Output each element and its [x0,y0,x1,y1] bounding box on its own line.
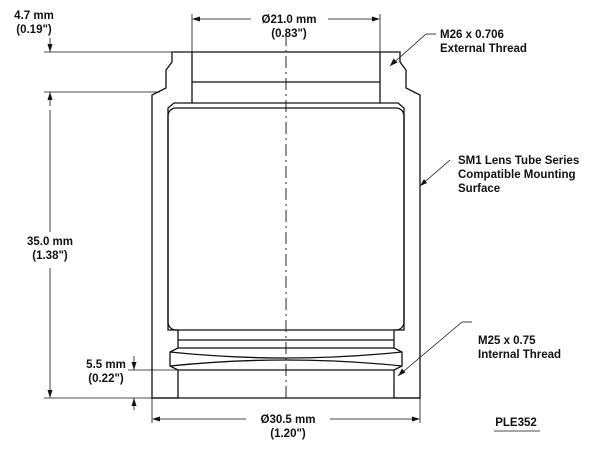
external-thread-spec: M26 x 0.706 [440,29,504,41]
arrowhead [420,179,427,186]
inner-diameter-dimension: Ø21.0 mm (0.83") [191,14,381,52]
inner-diameter-metric: Ø21.0 mm [262,14,317,26]
external-thread-leader [389,33,427,67]
arrowhead [412,416,420,422]
internal-thread-label: Internal Thread [478,349,561,361]
top-height-imperial: (0.19") [16,24,52,36]
arrowhead [390,58,398,66]
arrowhead [47,92,53,100]
external-thread-callout: M26 x 0.706 External Thread [389,29,527,67]
outer-diameter-metric: Ø30.5 mm [261,414,316,426]
internal-thread-spec: M25 x 0.75 [478,335,536,347]
height-dimensions: 4.7 mm (0.19") 35.0 mm (1.38") 5.5 mm (0… [14,10,178,410]
arrowhead [131,398,137,406]
internal-thread-callout: M25 x 0.75 Internal Thread [397,321,561,377]
outer-diameter-dimension: Ø30.5 mm (1.20") [151,398,421,440]
mounting-surface-line1: SM1 Lens Tube Series [458,155,579,167]
bottom-depth-metric: 5.5 mm [86,359,126,371]
bottom-depth-imperial: (0.22") [88,373,124,385]
arrowhead [47,44,53,52]
top-height-metric: 4.7 mm [14,10,54,22]
mounting-surface-callout: SM1 Lens Tube Series Compatible Mounting… [419,155,579,195]
right-wall-section [379,51,421,399]
arrowhead [398,368,406,376]
body-height-imperial: (1.38") [32,250,68,262]
external-thread-label: External Thread [440,43,527,55]
inner-diameter-imperial: (0.83") [271,28,307,40]
arrowhead [131,362,137,370]
arrowhead [372,16,380,22]
body-height-metric: 35.0 mm [27,236,73,248]
internal-thread-leader [397,321,463,377]
mounting-surface-line3: Surface [458,183,500,195]
arrowhead [192,16,200,22]
outer-diameter-imperial: (1.20") [270,428,306,440]
left-wall-section [151,51,193,399]
part-number-label: PLE352 [494,417,540,432]
part-number: PLE352 [495,417,537,429]
wall-sections [151,51,421,399]
mounting-surface-line2: Compatible Mounting [458,169,576,181]
arrowhead [152,416,160,422]
arrowhead [47,390,53,398]
